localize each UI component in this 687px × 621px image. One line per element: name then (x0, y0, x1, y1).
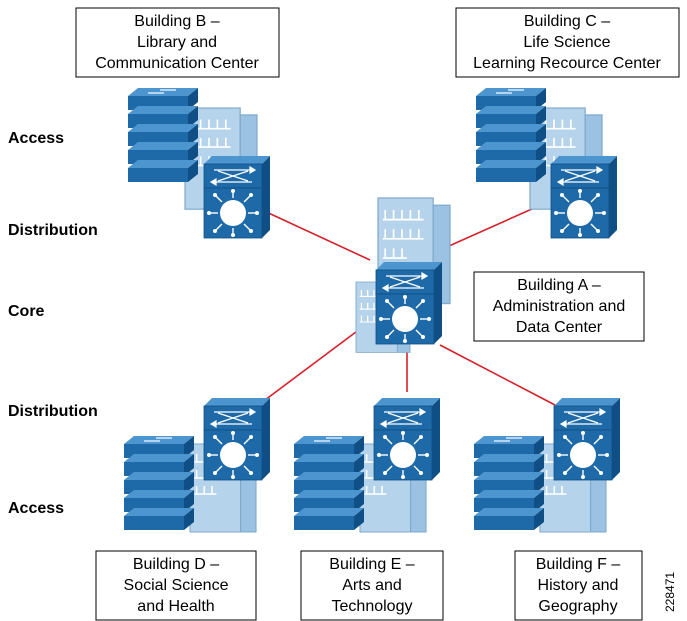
building-a-label: Building A – Administration and Data Cen… (473, 271, 645, 342)
access-switch-stack-icon (293, 435, 365, 531)
building-d-line2: Social Science (124, 577, 229, 594)
access-switch-stack-icon (123, 435, 195, 531)
building-f-label: Building F – History and Geography (514, 550, 643, 621)
link-core-building-d (264, 319, 373, 401)
building-a-line2: Administration and (493, 298, 626, 315)
building-a-site (355, 197, 451, 354)
building-a-line1: Building A – (517, 277, 601, 294)
building-c-site (475, 87, 618, 239)
multilayer-switch-icon (203, 155, 271, 239)
building-d-line1: Building D – (133, 556, 219, 573)
access-switch-stack-icon (127, 87, 199, 183)
layer-label-core: Core (8, 303, 45, 320)
building-b-line2: Library and (137, 34, 217, 51)
building-b-label: Building B – Library and Communication C… (75, 7, 280, 78)
building-f-line2: History and (538, 577, 619, 594)
multilayer-switch-icon (550, 155, 618, 239)
building-d-site (123, 397, 271, 533)
building-f-line1: Building F – (536, 556, 621, 573)
figure-id: 228471 (663, 572, 677, 612)
layer-label-access-top: Access (8, 130, 64, 147)
building-b-line3: Communication Center (95, 55, 259, 72)
building-c-line2: Life Science (523, 34, 610, 51)
building-e-site (293, 397, 441, 533)
building-c-label: Building C – Life Science Learning Recou… (455, 7, 680, 78)
link-core-building-b (261, 209, 371, 261)
multilayer-switch-icon (203, 397, 271, 481)
layer-label-distribution-top: Distribution (8, 222, 98, 239)
multilayer-switch-icon (373, 397, 441, 481)
multilayer-switch-icon (375, 261, 443, 345)
access-switch-stack-icon (473, 435, 545, 531)
building-e-line3: Technology (332, 598, 413, 615)
building-f-line3: Geography (538, 598, 617, 615)
building-e-line2: Arts and (342, 577, 402, 594)
building-d-label: Building D – Social Science and Health (95, 550, 257, 621)
building-b-site (127, 87, 271, 239)
building-d-line3: and Health (137, 598, 214, 615)
building-c-line1: Building C – (524, 13, 610, 30)
layer-label-access-bottom: Access (8, 500, 64, 517)
access-switch-stack-icon (475, 87, 547, 183)
building-f-site (473, 397, 621, 533)
building-c-line3: Learning Recource Center (473, 55, 661, 72)
building-e-label: Building E – Arts and Technology (300, 550, 444, 621)
multilayer-switch-icon (553, 397, 621, 481)
building-a-line3: Data Center (516, 319, 603, 336)
link-core-building-f (439, 344, 556, 406)
building-e-line1: Building E – (329, 556, 414, 573)
layer-label-distribution-bottom: Distribution (8, 403, 98, 420)
building-b-line1: Building B – (134, 13, 219, 30)
